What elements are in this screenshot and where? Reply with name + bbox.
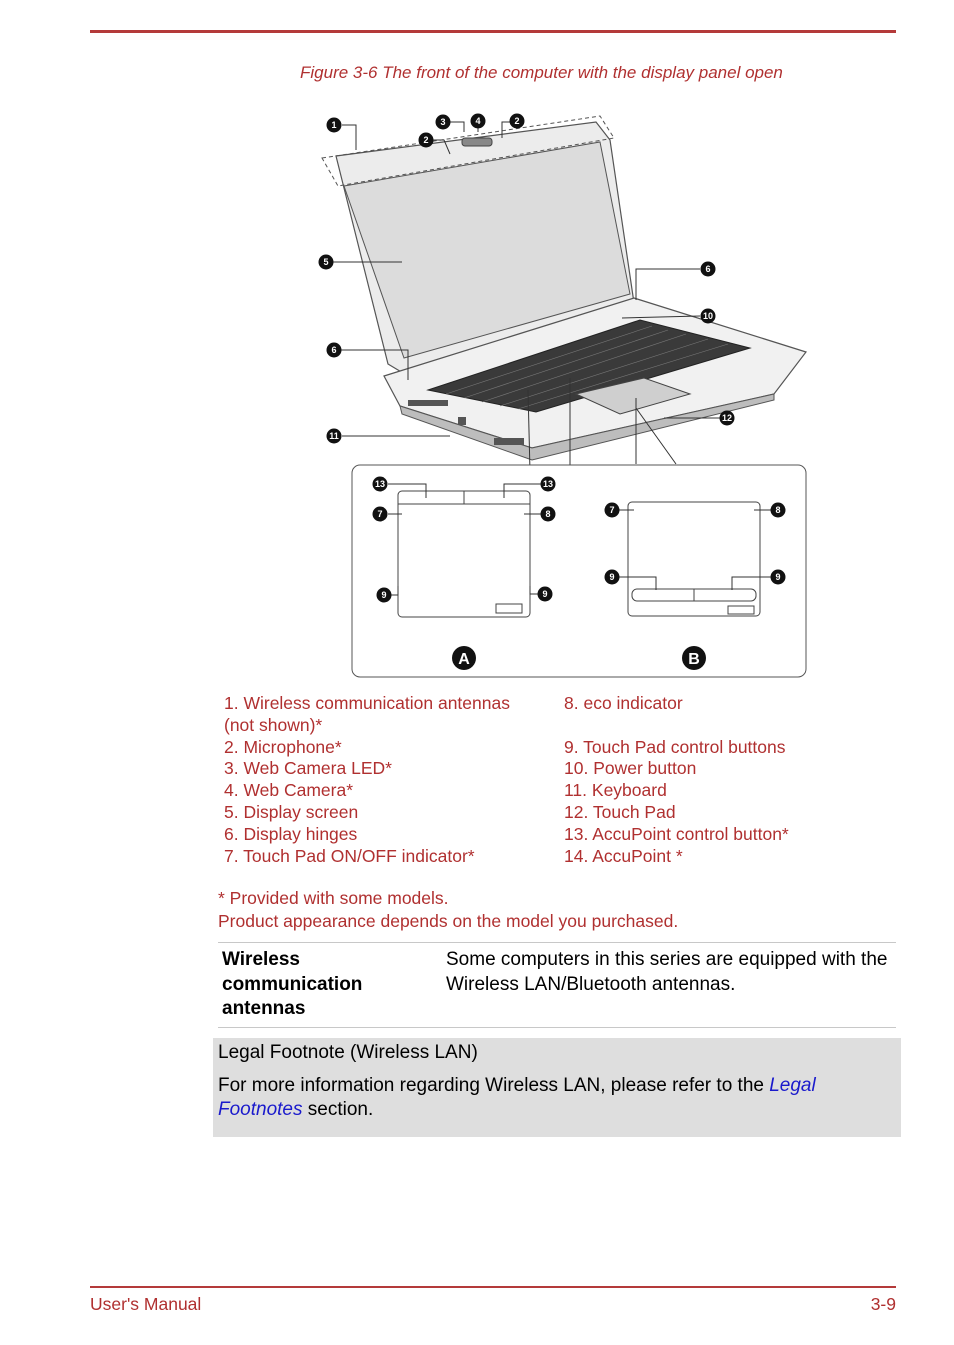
callout-9c: 9 [609, 572, 614, 582]
callout-11: 11 [329, 431, 339, 441]
callout-9d: 9 [775, 572, 780, 582]
callout-8b: 8 [775, 505, 780, 515]
legend-item: 9. Touch Pad control buttons [564, 736, 786, 757]
callout-8a: 8 [545, 509, 550, 519]
legend-right-column: 8. eco indicator 9. Touch Pad control bu… [564, 693, 904, 867]
header-rule [90, 30, 896, 33]
footnote-body-suffix: section. [302, 1099, 374, 1120]
legend-item: 14. AccuPoint * [564, 845, 683, 866]
legend-item: 3. Web Camera LED* [224, 758, 392, 779]
legend-item: 7. Touch Pad ON/OFF indicator* [224, 845, 475, 866]
legend-spacer [564, 715, 904, 737]
legend-item: 11. Keyboard [564, 780, 667, 801]
callout-1: 1 [331, 120, 336, 130]
legend-item: 6. Display hinges [224, 823, 358, 844]
legend-item: 10. Power button [564, 758, 697, 779]
legend-item: 1. Wireless communication antennas [224, 693, 510, 713]
legend-item: 4. Web Camera* [224, 780, 354, 801]
callout-12: 12 [722, 413, 732, 423]
figure-notes: * Provided with some models. Product app… [218, 887, 678, 932]
legal-footnotes-link[interactable]: Legal Footnotes [218, 1075, 816, 1120]
callout-10: 10 [703, 311, 713, 321]
callout-9b: 9 [542, 589, 547, 599]
footer-manual-title: User's Manual [90, 1294, 202, 1314]
legal-footnote-box: Legal Footnote (Wireless LAN) For more i… [213, 1038, 901, 1137]
callout-2b: 2 [514, 116, 519, 126]
callout-13a: 13 [375, 479, 385, 489]
callout-6b: 6 [331, 345, 336, 355]
footnote-body-prefix: For more information regarding Wireless … [218, 1075, 770, 1096]
footer-rule [90, 1286, 896, 1288]
legend-item: 5. Display screen [224, 801, 359, 822]
footnote-body: For more information regarding Wireless … [218, 1074, 888, 1122]
panel-label-a: A [458, 651, 470, 668]
legend-item: 8. eco indicator [564, 693, 683, 713]
note-appearance: Product appearance depends on the model … [218, 910, 679, 931]
note-provided: * Provided with some models. [218, 888, 449, 908]
figure-caption: Figure 3-6 The front of the computer wit… [300, 63, 783, 82]
legend-item: (not shown)* [224, 714, 323, 735]
callout-13b: 13 [543, 479, 553, 489]
callout-9a: 9 [381, 590, 386, 600]
callout-2a: 2 [423, 135, 428, 145]
legend-item: 12. Touch Pad [564, 801, 676, 822]
definition-term: Wireless communication antennas [222, 949, 363, 1019]
legend-item: 2. Microphone* [224, 736, 342, 757]
panel-label-b: B [688, 651, 700, 668]
callout-7b: 7 [609, 505, 614, 515]
definition-description: Some computers in this series are equipp… [446, 949, 888, 995]
callout-6a: 6 [705, 264, 710, 274]
callout-5: 5 [323, 257, 328, 267]
footer-page-number: 3-9 [870, 1294, 896, 1314]
callout-4: 4 [475, 116, 480, 126]
laptop-figure: 1 3 4 2 2 5 6 10 6 11 12 14 13 13 7 8 [318, 113, 807, 678]
footnote-title: Legal Footnote (Wireless LAN) [218, 1042, 478, 1063]
definition-table: Wireless communication antennas Some com… [218, 942, 896, 1028]
callout-7a: 7 [377, 509, 382, 519]
legend-left-column: 1. Wireless communication antennas (not … [224, 693, 564, 867]
legend-item: 13. AccuPoint control button* [564, 823, 789, 844]
callout-3: 3 [440, 117, 445, 127]
